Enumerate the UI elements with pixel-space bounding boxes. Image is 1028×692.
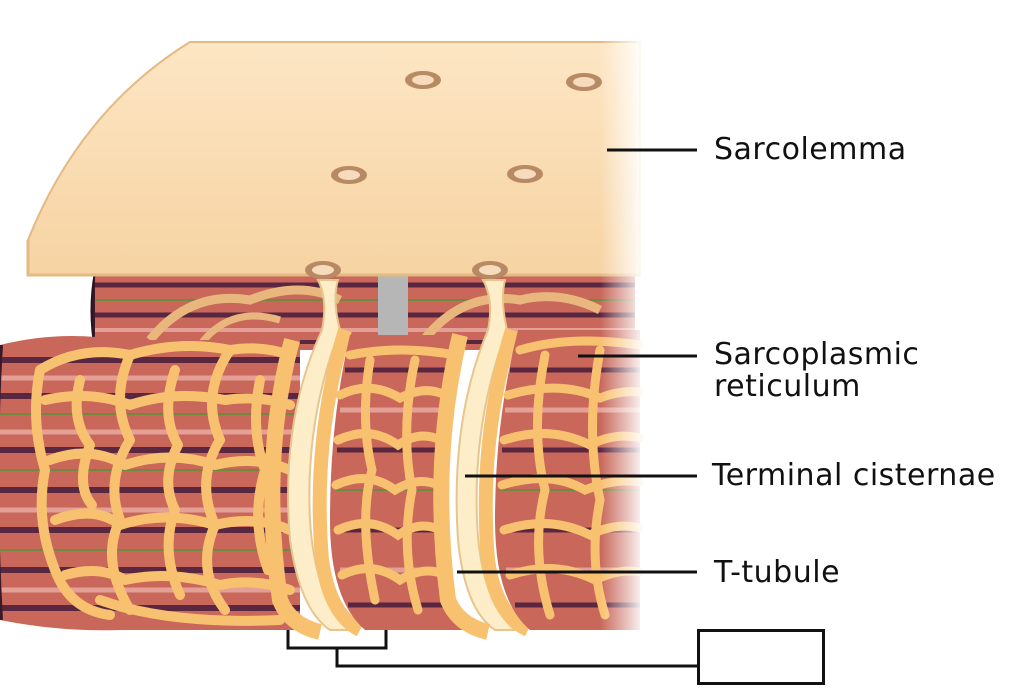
back-myofibril [90,271,635,351]
right-edge-fade [600,30,645,640]
label-terminal-cisternae: Terminal cisternae [712,458,996,493]
blank-label-box[interactable] [697,629,825,685]
sarcoplasmic-reticulum-network-left [31,341,295,626]
t-tubule-band-2 [433,279,532,640]
label-sarcoplasmic-reticulum-line2: reticulum [714,369,861,404]
label-sarcolemma: Sarcolemma [714,132,907,167]
leader-lines [286,148,697,668]
t-tubule-band-1 [264,279,364,640]
leader-bracket [286,630,697,668]
label-sarcoplasmic-reticulum: Sarcoplasmic reticulum [714,339,919,403]
label-sarcoplasmic-reticulum-line1: Sarcoplasmic [714,337,920,372]
sarcolemma-membrane [26,41,641,279]
label-t-tubule: T-tubule [714,555,841,590]
